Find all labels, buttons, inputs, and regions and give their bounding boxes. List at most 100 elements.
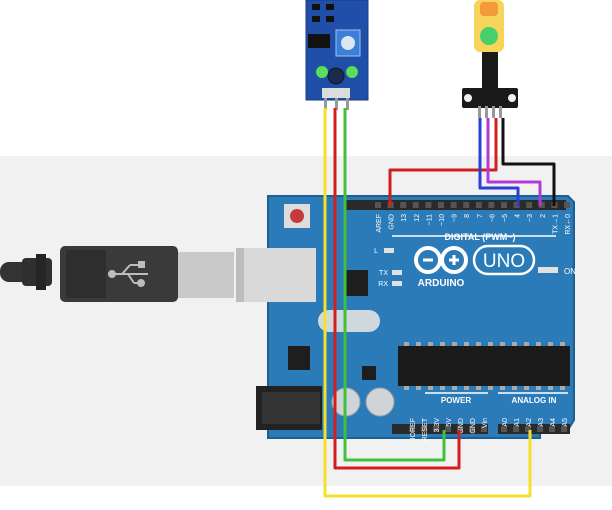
sensor-smd-3 xyxy=(312,16,320,22)
chip-leg xyxy=(452,386,457,390)
power-pin-label: Vin xyxy=(482,418,489,428)
sensor-smd-1 xyxy=(312,4,320,10)
arduino-logo xyxy=(414,246,468,274)
led-l xyxy=(384,248,394,253)
digital-pin-label: TX→1 xyxy=(552,214,559,234)
power-hole xyxy=(481,426,487,432)
led-pin-1 xyxy=(478,106,481,118)
sensor-module xyxy=(305,0,369,110)
analog-pin-label: A3 xyxy=(538,418,545,427)
usb-icon xyxy=(108,261,148,287)
power-pin-label: 5V xyxy=(446,418,453,427)
chip-leg xyxy=(560,342,565,346)
digital-hole xyxy=(526,202,533,208)
analog-pin-label: A1 xyxy=(514,418,521,427)
digital-hole xyxy=(400,202,407,208)
power-pin-label: GND xyxy=(458,418,465,434)
sensor-pin-1 xyxy=(324,98,327,110)
sensor-pin-3 xyxy=(346,98,349,110)
on-led xyxy=(538,267,558,273)
power-hole xyxy=(421,426,427,432)
capacitor-2 xyxy=(365,387,395,417)
red-wire-top xyxy=(388,118,498,206)
power-hole xyxy=(433,426,439,432)
uno-badge xyxy=(472,244,536,276)
led-module-hole-left xyxy=(464,94,472,102)
usb-b-port xyxy=(236,248,316,302)
sensor-smd-2 xyxy=(326,4,334,10)
chip-leg xyxy=(464,342,469,346)
usb-cable xyxy=(0,246,234,302)
led-green xyxy=(480,27,498,45)
digital-pin-label: 12 xyxy=(414,214,421,222)
digital-pin-label: ~9 xyxy=(452,214,459,222)
analog-hole xyxy=(501,426,507,432)
power-hole xyxy=(457,426,463,432)
digital-hole xyxy=(375,202,381,208)
sensor-smd-4 xyxy=(326,16,334,22)
analog-hole xyxy=(513,426,519,432)
chip-leg xyxy=(428,386,433,390)
led-pin-3 xyxy=(492,106,495,118)
chip-leg xyxy=(548,386,553,390)
digital-pin-label: ~11 xyxy=(426,214,433,225)
analog-pin-label: A2 xyxy=(526,418,533,427)
led-module-hole-right xyxy=(508,94,516,102)
led-tx xyxy=(392,270,402,275)
digital-hole xyxy=(412,202,419,208)
led-orange xyxy=(480,2,498,16)
digital-hole xyxy=(463,202,470,208)
reset-button xyxy=(290,209,304,223)
chip-leg xyxy=(524,386,529,390)
digital-hole xyxy=(450,202,457,208)
chip-leg xyxy=(476,342,481,346)
analog-pin-label: A4 xyxy=(550,418,557,427)
digital-hole xyxy=(501,202,507,208)
potentiometer-knob xyxy=(341,36,355,50)
digital-pin-label: GND xyxy=(389,214,396,230)
digital-pin-label: 4 xyxy=(515,214,522,218)
chip-leg xyxy=(488,386,493,390)
power-label: POWER xyxy=(441,396,471,405)
digital-hole xyxy=(425,202,432,208)
chip-leg xyxy=(416,386,421,390)
usb-b-port-edge xyxy=(236,248,244,302)
digital-hole xyxy=(488,202,495,208)
led-tx-label: TX xyxy=(379,270,388,277)
power-pin-label: RESET xyxy=(422,417,429,441)
atmega-chip xyxy=(398,346,570,386)
analog-label: ANALOG IN xyxy=(512,396,557,405)
arduino-label: ARDUINO xyxy=(418,278,465,289)
power-pin-label: 3.3V xyxy=(434,418,441,433)
digital-pin-label: RX←0 xyxy=(565,214,572,235)
led-rx xyxy=(392,281,402,286)
power-hole xyxy=(409,426,415,432)
digital-hole xyxy=(438,202,444,208)
sensor-led-2 xyxy=(346,66,358,78)
analog-header xyxy=(498,424,570,434)
digital-pin-label: ~10 xyxy=(439,214,446,226)
chip-leg xyxy=(404,342,409,346)
chip-leg xyxy=(488,342,493,346)
chip-leg xyxy=(500,342,505,346)
power-hole xyxy=(445,426,451,432)
led-module xyxy=(462,0,518,118)
black-wire xyxy=(501,118,556,206)
led-rx-label: RX xyxy=(378,281,388,288)
chip-leg xyxy=(464,386,469,390)
yellow-wire xyxy=(323,108,532,498)
chip-leg xyxy=(404,386,409,390)
on-label: ON xyxy=(564,267,576,276)
dc-jack-inner xyxy=(262,392,320,424)
led-pin-2 xyxy=(485,106,488,118)
crystal-oscillator xyxy=(318,310,380,332)
digital-pin-label: ~6 xyxy=(489,214,496,222)
digital-pin-label: ~5 xyxy=(502,214,509,222)
power-hole xyxy=(469,426,475,432)
chip-leg xyxy=(548,342,553,346)
led-module-base xyxy=(462,88,518,108)
chip-leg xyxy=(440,386,445,390)
